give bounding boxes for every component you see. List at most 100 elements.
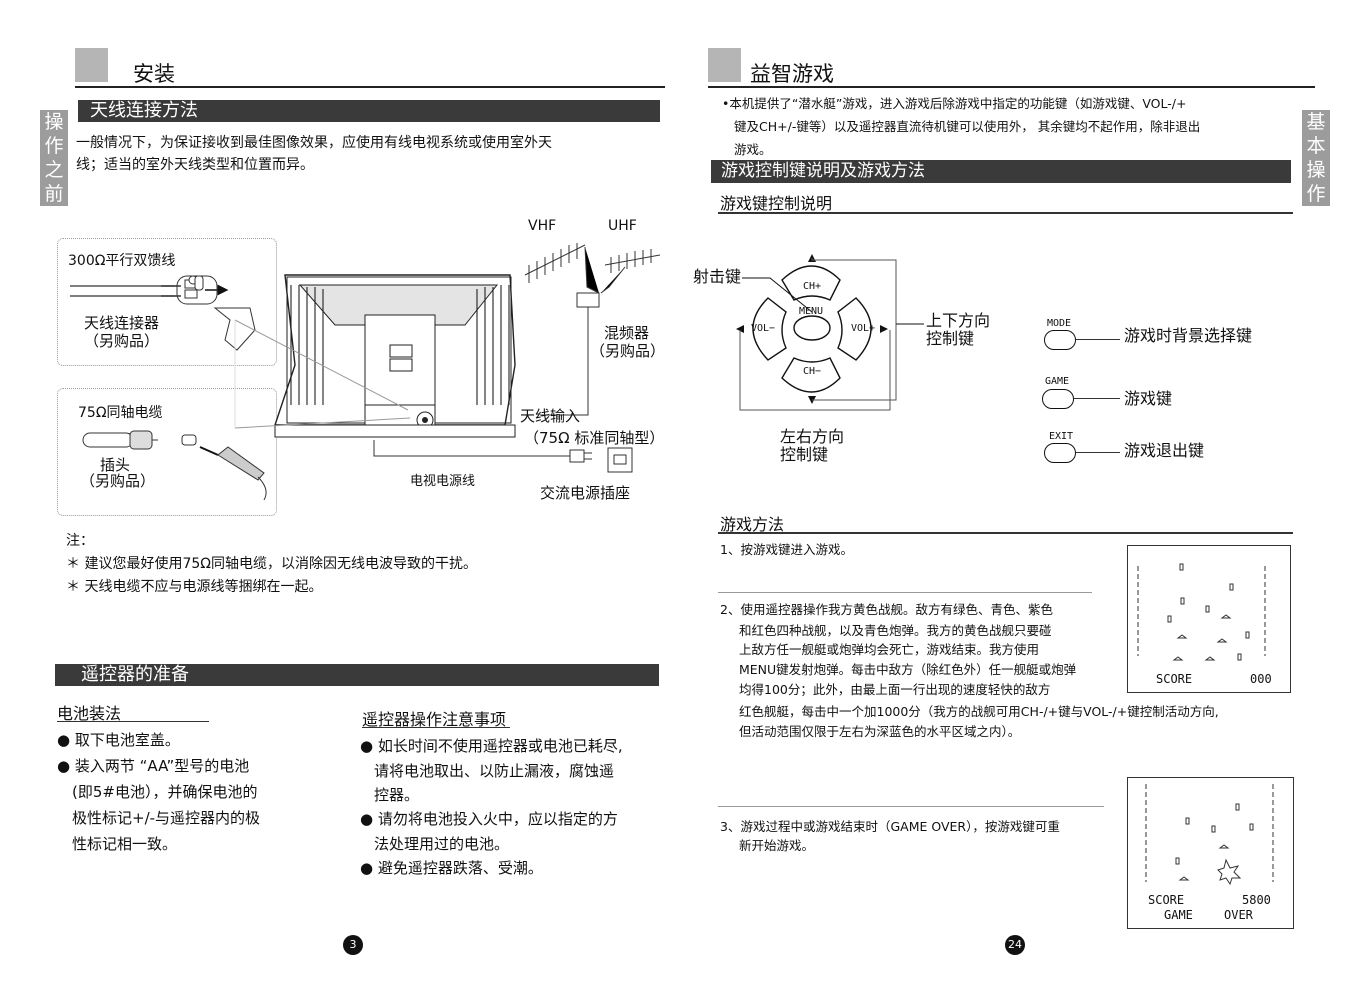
plug-note: （另购品）	[80, 472, 156, 490]
outdoor-antenna-illustration	[524, 243, 661, 416]
remote-care-line: 请将电池取出、以防止漏液，腐蚀遥	[374, 762, 615, 780]
game-key-desc: 游戏键	[1124, 389, 1173, 408]
controls-heading: 游戏键控制说明	[720, 194, 833, 213]
right-page-title: 益智游戏	[750, 62, 834, 86]
screen2-score-label: SCORE	[1148, 893, 1185, 907]
side-tab-char: 操	[44, 111, 64, 133]
method-heading: 游戏方法	[720, 515, 785, 534]
antenna-section-bar: 天线连接方法	[78, 100, 660, 122]
right-side-tab: 基 本 操 作	[1302, 110, 1330, 206]
screen1-score-label: SCORE	[1156, 672, 1193, 686]
dpad-ch-plus: CH+	[803, 281, 822, 292]
game-key	[1042, 389, 1074, 409]
mode-key-label: MODE	[1047, 318, 1072, 329]
remote-care-line: ● 避免遥控器跌落、受潮。	[360, 859, 543, 877]
screen1-score: 000	[1250, 672, 1272, 686]
power-cord-label: 电视电源线	[410, 474, 476, 489]
connector-illustration	[70, 275, 256, 351]
connector-label: 天线连接器	[84, 314, 160, 332]
step2-line: 均得100分；此外，由最上面一行出现的速度轻快的敌方	[739, 682, 1051, 697]
step3-line: 新开始游戏。	[739, 838, 815, 853]
battery-line: ● 装入两节 “AA”型号的电池	[57, 757, 250, 775]
controls-section-bar: 游戏控制键说明及游戏方法	[711, 160, 1291, 183]
step2-line: 2、使用遥控器操作我方黄色战舰。敌方有绿色、青色、紫色	[720, 602, 1053, 617]
game-key-label: GAME	[1045, 376, 1070, 387]
fire-key-label: 射击键	[693, 267, 742, 286]
antenna-intro-line2: 线；适当的室外天线类型和位置而异。	[76, 157, 314, 173]
method-heading-rule	[718, 532, 1293, 534]
battery-heading: 电池装法	[57, 704, 122, 723]
left-page-number: 3	[343, 935, 363, 955]
game-intro-line: 游戏。	[734, 142, 772, 157]
note-item: ＊ 天线电缆不应与电源线等捆绑在一起。	[66, 579, 323, 595]
screen2-game-text: GAME	[1164, 908, 1193, 922]
side-tab-char: 作	[1306, 183, 1326, 205]
exit-key	[1044, 443, 1076, 463]
side-tab-char: 本	[1306, 135, 1326, 157]
tv-callout-lines	[234, 319, 411, 429]
exit-key-leader	[1076, 452, 1120, 453]
mixer-note: （另购品）	[590, 342, 666, 360]
uhf-label: UHF	[608, 218, 637, 234]
step2-line: 红色舰艇，每击中一个加1000分（我方的战舰可用CH-/+键与VOL-/+键控制…	[739, 704, 1219, 719]
left-title-rule	[75, 86, 665, 88]
step3-line: 3、游戏过程中或游戏结束时（GAME OVER），按游戏键可重	[720, 819, 1060, 834]
leftright-label-2: 控制键	[780, 445, 829, 464]
updown-leader	[896, 323, 924, 325]
exit-key-desc: 游戏退出键	[1124, 441, 1205, 460]
left-page-title: 安装	[133, 62, 175, 86]
remote-care-line: 法处理用过的电池。	[374, 835, 510, 853]
note-label: 注：	[66, 533, 94, 549]
dpad-ch-minus: CH−	[803, 366, 822, 377]
screen2-over-text: OVER	[1224, 908, 1253, 922]
fire-key-leader	[742, 277, 813, 313]
remote-care-line: ● 请勿将电池投入火中，应以指定的方	[360, 810, 618, 828]
remote-care-heading: 遥控器操作注意事项	[362, 710, 507, 729]
dpad-illustration	[736, 254, 897, 411]
antenna-input-label: 天线输入	[520, 407, 581, 425]
coax75-label: 75Ω同轴电缆	[78, 405, 163, 421]
game-screen-start: SCORE 000	[1127, 545, 1291, 693]
game-screen-sprites	[1137, 563, 1266, 661]
mode-key-desc: 游戏时背景选择键	[1124, 326, 1253, 345]
cable300-label: 300Ω平行双馈线	[68, 253, 176, 269]
game-key-leader	[1074, 398, 1120, 399]
step1-divider	[718, 592, 1092, 593]
step2-line: 和红色四种战舰，以及青色炮弹。我方的黄色战舰只要碰	[739, 623, 1052, 638]
dpad-vol-minus: VOL−	[751, 323, 776, 334]
coax75-box	[57, 388, 277, 516]
mixer-label: 混频器	[604, 324, 650, 342]
connector-note: （另购品）	[84, 332, 160, 350]
battery-line: ● 取下电池室盖。	[57, 731, 180, 749]
right-page-number: 24	[1005, 935, 1025, 955]
updown-label: 上下方向	[926, 311, 991, 330]
step2-divider	[718, 806, 1104, 807]
step2-line: 上敌方任一舰艇或炮弹均会死亡，游戏结束。我方使用	[739, 642, 1040, 657]
right-title-rule	[708, 86, 1315, 88]
game-screen-over: SCORE 5800 GAME OVER	[1127, 777, 1294, 929]
side-tab-char: 前	[44, 183, 64, 205]
game-intro-line: 键及CH+/-键等）以及遥控器直流待机键可以使用外， 其余键均不起作用，除非退出	[734, 119, 1201, 134]
step2-line: MENU键发射炮弹。每击中敌方（除红色外）任一舰艇或炮弹	[739, 662, 1077, 677]
antenna-input-note: （75Ω 标准同轴型）	[524, 429, 665, 447]
side-tab-char: 之	[44, 159, 64, 181]
remote-care-line: 控器。	[374, 786, 420, 804]
game-over-sprites	[1145, 784, 1274, 886]
plug-label: 插头	[100, 456, 131, 474]
dpad-vol-plus: VOL+	[851, 323, 876, 334]
side-tab-char: 操	[1306, 159, 1326, 181]
tv-back-illustration	[274, 274, 516, 438]
power-cord-illustration	[373, 440, 633, 473]
step1-text: 1、按游戏键进入游戏。	[720, 542, 853, 557]
screen2-score: 5800	[1242, 893, 1271, 907]
plug-illustration	[82, 430, 267, 500]
game-intro-line: •本机提供了“潜水艇”游戏，进入游戏后除游戏中指定的功能键（如游戏键、VOL-/…	[722, 96, 1187, 111]
controls-heading-rule	[718, 212, 1293, 214]
step2-line: 但活动范围仅限于左右为深蓝色的水平区域之内）。	[739, 724, 1021, 739]
antenna-intro-line1: 一般情况下，为保证接收到最佳图像效果，应使用有线电视系统或使用室外天	[76, 135, 552, 151]
updown-label-2: 控制键	[926, 329, 975, 348]
mode-key	[1044, 330, 1076, 350]
side-tab-char: 作	[44, 135, 64, 157]
leftright-label: 左右方向	[780, 427, 845, 446]
battery-line: 极性标记+/-与遥控器内的极	[72, 809, 261, 827]
